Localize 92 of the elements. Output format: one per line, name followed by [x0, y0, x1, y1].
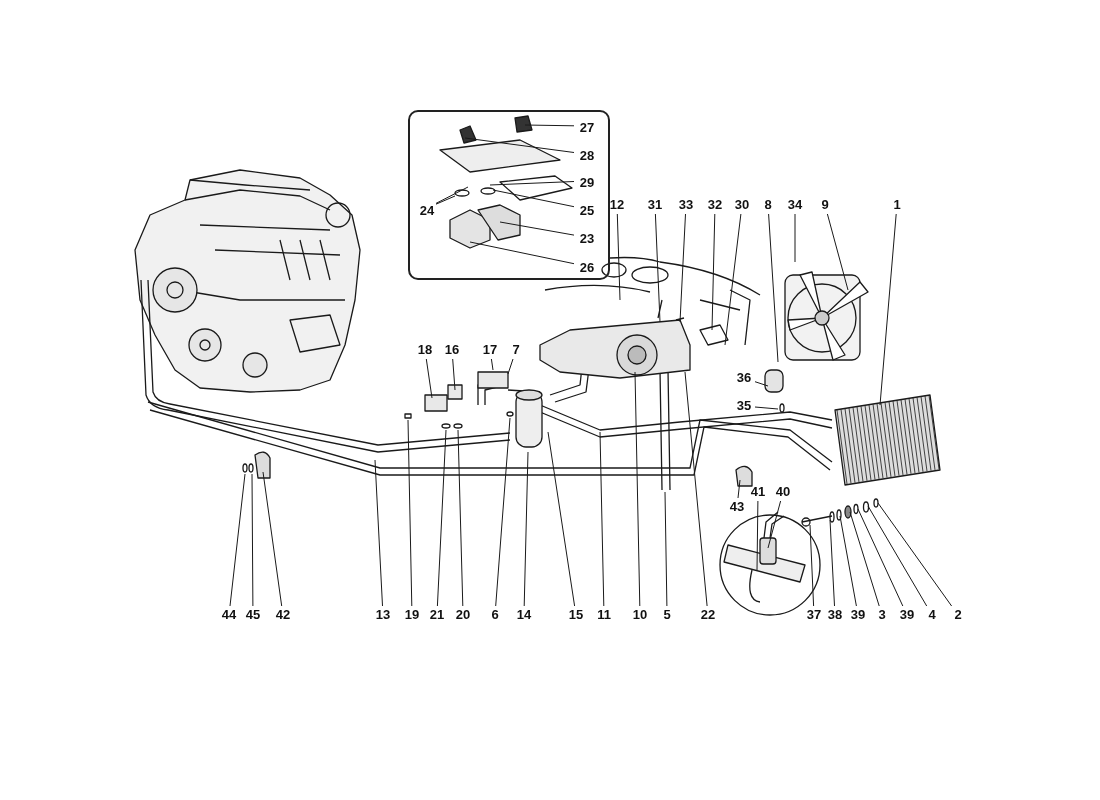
leader-line	[664, 491, 668, 607]
callout-number: 4	[922, 607, 942, 623]
callout-number: 45	[243, 607, 263, 623]
callout-number: 44	[219, 607, 239, 623]
leader-line	[492, 189, 575, 208]
leader-line	[523, 451, 529, 607]
callout-number: 12	[607, 197, 627, 213]
callout-number: 19	[402, 607, 422, 623]
callout-number: 11	[594, 607, 614, 623]
callout-number: 36	[734, 370, 754, 386]
callout-number: 21	[427, 607, 447, 623]
callout-number: 1	[887, 197, 907, 213]
leader-line	[754, 406, 779, 410]
leader-line	[829, 519, 835, 607]
leader-line	[767, 500, 782, 549]
leader-line	[879, 213, 897, 406]
leader-line	[679, 213, 686, 323]
callout-number: 38	[825, 607, 845, 623]
callout-number: 16	[442, 342, 462, 358]
leader-line	[867, 505, 928, 607]
leader-line	[616, 213, 621, 301]
callout-number: 26	[577, 260, 597, 276]
callout-number: 22	[698, 607, 718, 623]
leader-line	[684, 371, 708, 607]
callout-number: 42	[273, 607, 293, 623]
callout-number: 15	[566, 607, 586, 623]
callout-number: 6	[485, 607, 505, 623]
leader-line	[436, 429, 447, 607]
callout-number: 33	[676, 197, 696, 213]
leader-line	[229, 473, 246, 607]
leader-line	[599, 431, 605, 607]
leader-line	[711, 213, 716, 331]
callout-number: 43	[727, 499, 747, 515]
leader-line	[262, 471, 283, 607]
leader-line	[849, 511, 880, 607]
leader-line	[469, 241, 575, 265]
callout-number: 31	[645, 197, 665, 213]
leader-line	[452, 358, 456, 391]
callout-number: 41	[748, 484, 768, 500]
callout-number: 39	[848, 607, 868, 623]
callout-number: 14	[514, 607, 534, 623]
callout-number: 5	[657, 607, 677, 623]
callout-number: 40	[773, 484, 793, 500]
leader-line	[464, 137, 575, 153]
leader-line	[457, 429, 464, 607]
callout-number: 24	[417, 203, 437, 219]
leader-line	[435, 195, 456, 205]
leader-line	[425, 358, 433, 399]
callout-number: 13	[373, 607, 393, 623]
callout-number: 25	[577, 203, 597, 219]
callout-number: 8	[758, 197, 778, 213]
callout-number: 27	[577, 120, 597, 136]
leader-line	[839, 515, 857, 607]
callout-number: 17	[480, 342, 500, 358]
leader-line	[756, 500, 759, 571]
callout-number: 30	[732, 197, 752, 213]
leader-line	[499, 221, 575, 236]
leader-line	[547, 431, 576, 607]
callout-number: 10	[630, 607, 650, 623]
callout-number: 9	[815, 197, 835, 213]
leader-line	[794, 213, 796, 263]
leader-line	[490, 358, 494, 371]
callout-number: 35	[734, 398, 754, 414]
leader-line	[754, 381, 769, 387]
leader-line	[857, 508, 904, 607]
leader-line	[435, 186, 469, 204]
callout-number: 29	[577, 175, 597, 191]
callout-number: 28	[577, 148, 597, 164]
leader-line	[654, 213, 661, 323]
leader-line	[826, 213, 849, 291]
callout-number: 23	[577, 231, 597, 247]
leader-line	[809, 524, 815, 607]
leader-line	[524, 124, 575, 127]
leader-line	[737, 479, 741, 499]
callout-number: 7	[506, 342, 526, 358]
leader-line	[724, 213, 742, 346]
leader-line	[634, 371, 641, 607]
leader-line	[768, 213, 779, 363]
callout-number: 39	[897, 607, 917, 623]
callout-number: 34	[785, 197, 805, 213]
leader-line	[507, 358, 514, 375]
callout-number: 20	[453, 607, 473, 623]
callout-number: 18	[415, 342, 435, 358]
leader-line	[877, 502, 953, 607]
leader-line	[495, 417, 511, 607]
callout-number: 3	[872, 607, 892, 623]
callout-number: 32	[705, 197, 725, 213]
leader-line	[407, 419, 413, 607]
callout-number: 2	[948, 607, 968, 623]
leader-line	[374, 459, 383, 607]
callout-number: 37	[804, 607, 824, 623]
leader-line	[251, 473, 254, 607]
